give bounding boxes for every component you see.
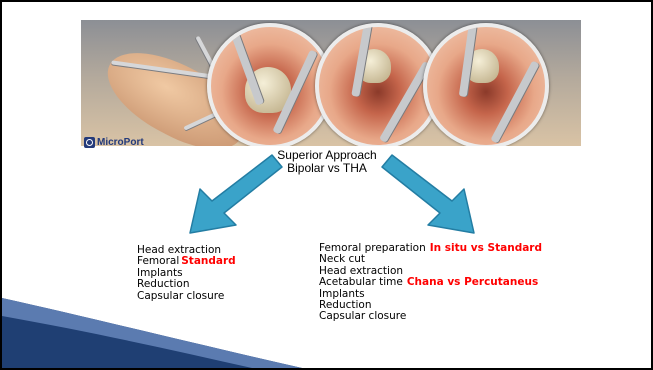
decorative-swoosh: [2, 288, 312, 368]
list-item: Capsular closure: [319, 311, 542, 322]
list-item-label: Femoral preparation: [319, 242, 426, 254]
logo-text: MicroPort: [97, 137, 144, 148]
list-item-label: Femoral: [137, 255, 179, 267]
list-item: Acetabular time Chana vs Percutaneus: [319, 277, 542, 288]
surgical-photo: [81, 20, 581, 146]
microport-logo: MicroPort: [84, 137, 144, 148]
highlight-label: Standard: [181, 255, 235, 267]
microport-logo-icon: [84, 137, 95, 148]
highlight-label: Chana vs Percutaneus: [407, 276, 538, 288]
arrow-down-left-icon: [184, 149, 284, 239]
highlight-label: In situ vs Standard: [430, 242, 542, 254]
surgical-view-lens-3: [423, 23, 549, 146]
list-item-label: Acetabular time: [319, 276, 403, 288]
arrow-down-right-icon: [380, 149, 480, 239]
